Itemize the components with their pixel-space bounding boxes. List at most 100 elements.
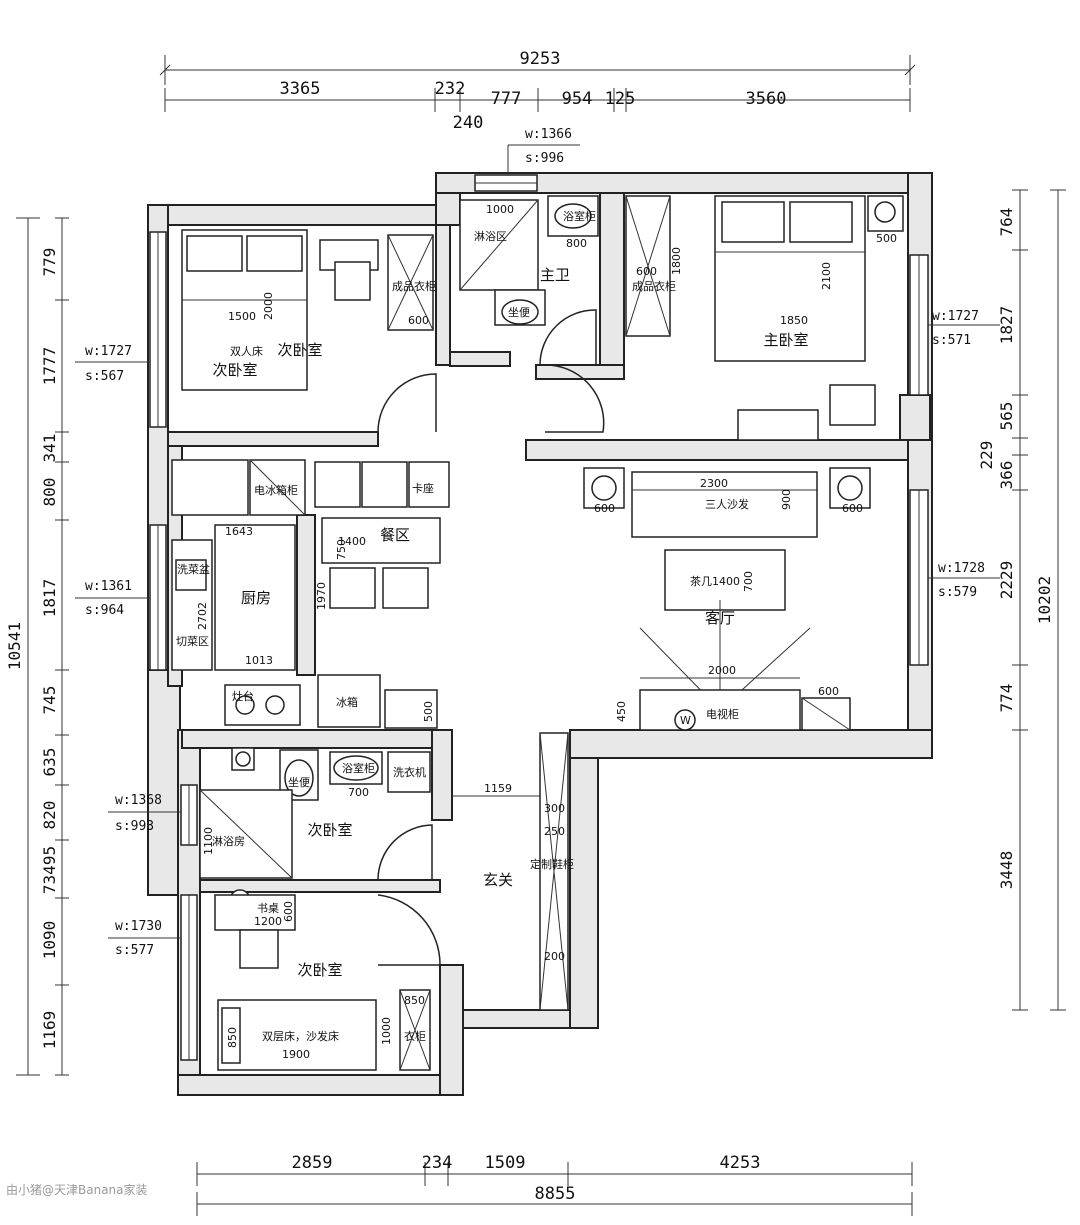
room-kitchen: 厨房	[241, 589, 271, 607]
desk-label: 书桌	[257, 902, 279, 915]
master-bedroom: 600 成品衣柜 1800 1850 2100 主卧室 500	[625, 195, 904, 441]
right-dim-8: 3448	[997, 851, 1016, 890]
bed-2000-label: 2000	[262, 292, 275, 320]
window-left-bed2-w: w:1730	[115, 919, 162, 934]
top-dim-6: 125	[605, 89, 636, 109]
window-left-bed-w: w:1727	[85, 344, 132, 359]
basin2-label: 浴室柜	[342, 761, 375, 775]
left-dim-5: 1817	[40, 579, 59, 618]
bottom-dim-4: 4253	[720, 1153, 761, 1173]
right-total-dim: 10202	[1035, 576, 1054, 624]
desk-1200-label: 1200	[254, 915, 282, 928]
coffee-table-label: 茶几	[690, 575, 712, 588]
window-left-bath-w: w:1368	[115, 793, 162, 808]
bedroom-bottom: W 书桌 1200 600 次卧室 双层床，沙发床 1900 850 1000 …	[214, 889, 431, 1071]
top-dim-1: 3365	[280, 79, 321, 99]
left-dim-8: 820	[40, 801, 59, 830]
bottom-dim-2: 234	[422, 1153, 453, 1173]
tv-2000-label: 2000	[708, 664, 736, 677]
top-dim-2: 232	[435, 79, 466, 99]
bottom-dim-1: 2859	[292, 1153, 333, 1173]
window-left-bed-s: s:567	[85, 369, 124, 384]
watermark: 由小猪@天津Banana家装	[6, 1182, 148, 1197]
cab-500-label: 500	[422, 701, 435, 722]
bottom-dimensions: 2859 234 1509 4253 8855	[196, 1153, 913, 1216]
tv-450-label: 450	[615, 701, 628, 722]
right-dimensions: 764 1827 565 229 366 2229 774 3448 10202	[977, 189, 1066, 1011]
top-dim-3: 240	[453, 113, 484, 133]
window-right-master-w: w:1727	[932, 309, 979, 324]
dining: 卡座 1400 750 餐区	[314, 461, 450, 609]
kitchen-1643-label: 1643	[225, 525, 253, 538]
daybed-850-label: 850	[226, 1027, 239, 1048]
windows: w:1366 s:996 w:1727 s:567 w:1361 s:964 w…	[75, 127, 1000, 1061]
daybed-label: 双层床，沙发床	[262, 1029, 339, 1043]
side-600b-label: 600	[842, 502, 863, 515]
shoe-300-label: 300	[544, 802, 565, 815]
fridge-label: 冰箱	[336, 695, 358, 709]
foyer: 1159 300 250 定制鞋柜 200 玄关	[452, 732, 574, 1011]
room-master-bath: 主卫	[540, 266, 570, 284]
master-wardrobe-label: 成品衣柜	[632, 279, 676, 293]
top-dim-7: 3560	[746, 89, 787, 109]
daybed-1000-label: 1000	[380, 1017, 393, 1045]
room-second-bed-mid: 次卧室	[307, 821, 352, 839]
shower2-1100-label: 1100	[202, 827, 215, 855]
bed-1500-label: 1500	[228, 310, 256, 323]
master-1800-label: 1800	[670, 247, 683, 275]
w-icon-living: W	[680, 714, 691, 727]
bedroom-top-left: 1500 2000 双人床 次卧室 次卧室 成品衣柜 600	[181, 229, 436, 391]
closet-850-label: 850	[404, 994, 425, 1007]
second-bath: 坐便 浴室柜 700 洗衣机 淋浴房 1100 次卧室	[199, 747, 431, 879]
window-top-s: s:996	[525, 151, 564, 166]
shoe-cab-label: 定制鞋柜	[530, 857, 574, 871]
left-dim-7: 635	[40, 748, 59, 777]
daybed-1900-label: 1900	[282, 1048, 310, 1061]
doors	[377, 309, 605, 966]
left-dim-2: 1777	[40, 347, 59, 386]
right-dim-4: 229	[977, 441, 996, 470]
master-600-label: 600	[636, 265, 657, 278]
corridor-1159-label: 1159	[484, 782, 512, 795]
top-dim-4: 777	[491, 89, 522, 109]
stove-label: 灶台	[232, 689, 254, 703]
basin2-700-label: 700	[348, 786, 369, 799]
kitchen: 电冰箱柜 洗菜盆 切菜区 2702 1643 厨房 1013 1970 灶台 冰…	[171, 459, 438, 729]
shoe-250-label: 250	[544, 825, 565, 838]
room-master-bed: 主卧室	[763, 331, 808, 349]
toilet-label: 坐便	[508, 306, 530, 319]
shower-area-label: 淋浴区	[474, 230, 507, 243]
top-total-dim: 9253	[520, 49, 561, 69]
master-bath: 1000 淋浴区 浴室柜 800 坐便 主卫	[459, 195, 599, 326]
window-left-bath-s: s:993	[115, 819, 154, 834]
tv-cab-label: 电视柜	[706, 707, 739, 721]
left-dim-1: 779	[40, 248, 59, 277]
coffee-700-label: 700	[742, 571, 755, 592]
window-left-bed2-s: s:577	[115, 943, 154, 958]
window-right-living-w: w:1728	[938, 561, 985, 576]
left-dimensions: 10541 779 1777 341 800 1817 745 635 820 …	[5, 217, 69, 1076]
left-dim-3: 341	[40, 434, 59, 463]
closet-label: 衣柜	[404, 1029, 426, 1043]
sofa-900-label: 900	[780, 489, 793, 510]
card-seat-label: 卡座	[412, 481, 434, 495]
master-bed-1850-label: 1850	[780, 314, 808, 327]
shower-1000-label: 1000	[486, 203, 514, 216]
room-foyer: 玄关	[483, 871, 513, 889]
left-total-dim: 10541	[5, 622, 24, 670]
right-dim-1: 764	[997, 208, 1016, 237]
right-dim-5: 366	[997, 461, 1016, 490]
dining-1400-label: 1400	[338, 535, 366, 548]
right-dim-2: 1827	[997, 306, 1016, 345]
left-dim-11: 1169	[40, 1011, 59, 1050]
fridge-cab-label: 电冰箱柜	[254, 483, 298, 497]
sofa-2300-label: 2300	[700, 477, 728, 490]
wash-veg-label: 洗菜盆	[177, 562, 210, 576]
window-top-w: w:1366	[525, 127, 572, 142]
top-dimensions: 9253 3365 232 240 777 954 125 3560	[159, 49, 916, 133]
kitchen-1970-label: 1970	[315, 582, 328, 610]
side-600a-label: 600	[594, 502, 615, 515]
basin-label: 浴室柜	[563, 209, 596, 223]
